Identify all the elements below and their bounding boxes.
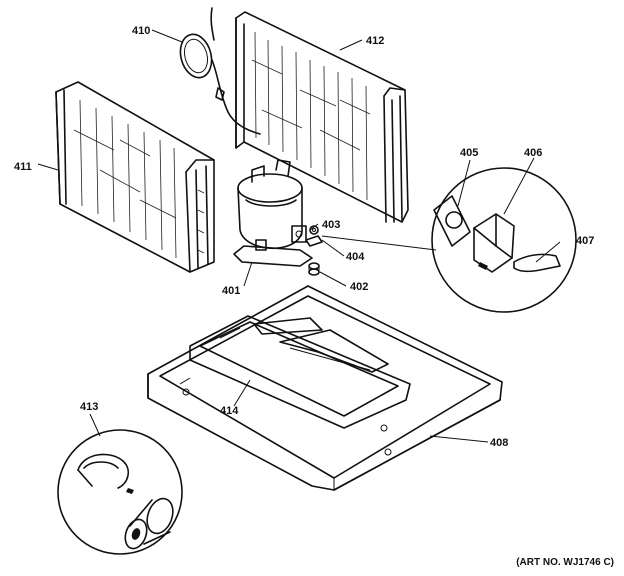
part-408-base-pan [147,285,503,491]
part-402-grommet [308,262,320,276]
callout-404: 404 [346,251,365,263]
part-412-condenser-coil [235,11,409,223]
callout-414: 414 [220,405,239,417]
detail-circle-clamp [57,429,183,555]
art-number: (ART NO. WJ1746 C) [516,557,614,568]
callout-411: 411 [14,161,32,173]
callout-402: 402 [350,281,368,293]
part-411-evaporator-coil [55,81,215,273]
callout-405: 405 [460,147,478,159]
callout-401: 401 [222,285,240,297]
part-410-disc [179,7,261,135]
detail-leader-line [321,235,437,251]
part-401-compressor [233,159,313,267]
part-404-connector [305,235,323,247]
callout-410: 410 [132,25,150,37]
callout-407: 407 [576,235,594,247]
detail-circle-overload [431,167,577,313]
callout-412: 412 [366,35,384,47]
callout-403: 403 [322,219,340,231]
callout-408: 408 [490,437,508,449]
callout-413: 413 [80,401,98,413]
leader-lines [37,29,561,443]
part-414-drain-tray [189,315,411,429]
callout-406: 406 [524,147,542,159]
